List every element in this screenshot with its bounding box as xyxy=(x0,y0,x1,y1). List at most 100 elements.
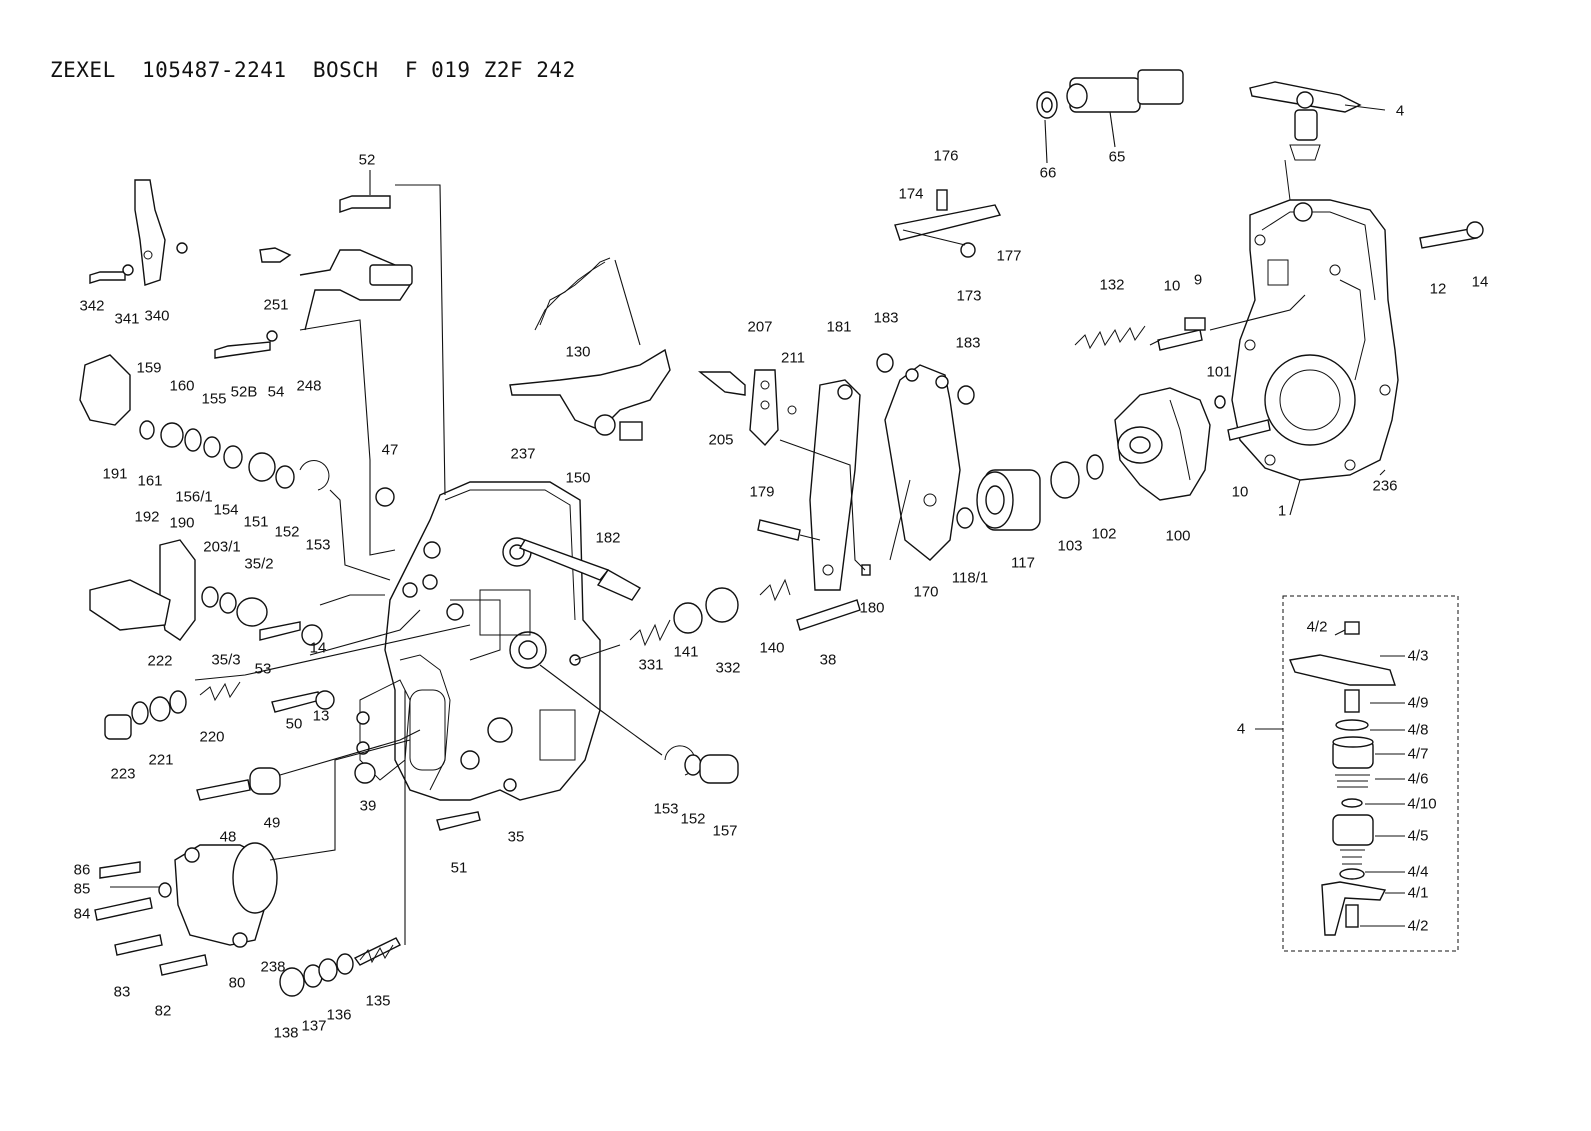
callout-156-1: 156/1 xyxy=(175,488,213,506)
callout-248: 248 xyxy=(296,377,322,395)
callout-52: 52 xyxy=(358,151,376,169)
callout-12: 12 xyxy=(1429,280,1447,298)
callout-4-2b: 4/2 xyxy=(1407,917,1429,935)
callout-342: 342 xyxy=(79,297,105,315)
callout-39: 39 xyxy=(359,797,377,815)
callout-118-1: 118/1 xyxy=(951,569,989,587)
screws xyxy=(89,195,1484,976)
callout-132: 132 xyxy=(1099,276,1125,294)
callout-1: 1 xyxy=(1277,502,1287,520)
blocks-190-191 xyxy=(79,354,196,641)
callout-86: 86 xyxy=(73,861,91,879)
callout-207: 207 xyxy=(747,318,773,336)
callout-203-1: 203/1 xyxy=(203,538,241,556)
callout-223: 223 xyxy=(110,765,136,783)
levers-170-181 xyxy=(809,364,961,591)
callout-117: 117 xyxy=(1011,554,1035,572)
leader-lines xyxy=(110,104,1405,945)
callout-138: 138 xyxy=(273,1024,299,1042)
callout-332: 332 xyxy=(715,659,741,677)
bracket-340 xyxy=(134,179,166,286)
callout-48: 48 xyxy=(219,828,237,846)
flyweight-100 xyxy=(1114,387,1211,501)
page-title: ZEXEL 105487-2241 BOSCH F 019 Z2F 242 xyxy=(50,58,576,82)
callout-141: 141 xyxy=(673,643,699,661)
pump-housing-237 xyxy=(356,481,601,801)
callout-251: 251 xyxy=(263,296,289,314)
callout-340: 340 xyxy=(144,307,170,325)
callout-135: 135 xyxy=(365,992,391,1010)
callout-4-5: 4/5 xyxy=(1407,827,1429,845)
callout-102: 102 xyxy=(1091,525,1117,543)
callout-4-3: 4/3 xyxy=(1407,647,1429,665)
callout-100: 100 xyxy=(1165,527,1191,545)
callout-130: 130 xyxy=(565,343,591,361)
callout-173: 173 xyxy=(956,287,982,305)
callout-4a: 4 xyxy=(1395,102,1405,120)
sleeve-117 xyxy=(956,454,1104,531)
callout-137: 137 xyxy=(301,1017,327,1035)
callout-331: 331 xyxy=(638,656,664,674)
callout-222: 222 xyxy=(147,652,173,670)
callout-4b: 4 xyxy=(1236,720,1246,738)
callout-10b: 10 xyxy=(1231,483,1249,501)
callout-190: 190 xyxy=(169,514,195,532)
callout-66: 66 xyxy=(1039,164,1057,182)
callout-221: 221 xyxy=(148,751,174,769)
callout-35: 35 xyxy=(507,828,525,846)
callout-4-4: 4/4 xyxy=(1407,863,1429,881)
part-4-assembly-top xyxy=(1249,81,1362,201)
callout-183b: 183 xyxy=(955,334,981,352)
callout-177: 177 xyxy=(996,247,1022,265)
callout-155: 155 xyxy=(201,390,227,408)
callout-183a: 183 xyxy=(873,309,899,327)
governor-housing-236 xyxy=(1231,199,1399,481)
callout-140: 140 xyxy=(759,639,785,657)
callout-35-2: 35/2 xyxy=(244,555,274,573)
callout-4-2a: 4/2 xyxy=(1306,618,1328,636)
callout-47: 47 xyxy=(381,441,399,459)
callout-341: 341 xyxy=(114,310,140,328)
callout-181: 181 xyxy=(826,318,852,336)
callout-160: 160 xyxy=(169,377,195,395)
callout-211: 211 xyxy=(781,349,805,367)
callout-35-3: 35/3 xyxy=(211,651,241,669)
callout-157: 157 xyxy=(712,822,738,840)
bracket-174 xyxy=(894,189,1002,258)
callout-53: 53 xyxy=(254,660,272,678)
callout-84: 84 xyxy=(73,905,91,923)
callout-153: 153 xyxy=(305,536,331,554)
callout-4-1: 4/1 xyxy=(1407,884,1429,902)
solenoid-65 xyxy=(1036,69,1184,119)
callout-83: 83 xyxy=(113,983,131,1001)
callout-170: 170 xyxy=(913,583,939,601)
callout-10a: 10 xyxy=(1163,277,1181,295)
callout-152: 152 xyxy=(274,523,300,541)
callout-4-6: 4/6 xyxy=(1407,770,1429,788)
callout-9: 9 xyxy=(1193,271,1203,289)
callout-4-9: 4/9 xyxy=(1407,694,1429,712)
callout-4-7: 4/7 xyxy=(1407,745,1429,763)
callout-82: 82 xyxy=(154,1002,172,1020)
callout-237: 237 xyxy=(510,445,536,463)
callout-49: 49 xyxy=(263,814,281,832)
callout-176: 176 xyxy=(933,147,959,165)
callout-4-10: 4/10 xyxy=(1407,795,1437,813)
callout-85: 85 xyxy=(73,880,91,898)
callout-220: 220 xyxy=(199,728,225,746)
callout-101: 101 xyxy=(1206,363,1232,381)
callout-136: 136 xyxy=(326,1006,352,1024)
callout-151: 151 xyxy=(243,513,269,531)
washers-nuts xyxy=(104,242,1226,997)
lever-207 xyxy=(698,369,797,447)
callout-154: 154 xyxy=(213,501,239,519)
callout-180: 180 xyxy=(859,599,885,617)
callout-65: 65 xyxy=(1108,148,1126,166)
callout-182: 182 xyxy=(595,529,621,547)
callout-150: 150 xyxy=(565,469,591,487)
callout-80: 80 xyxy=(228,974,246,992)
callout-191: 191 xyxy=(102,465,128,483)
callout-14a: 14 xyxy=(309,639,327,657)
callout-51: 51 xyxy=(450,859,468,877)
